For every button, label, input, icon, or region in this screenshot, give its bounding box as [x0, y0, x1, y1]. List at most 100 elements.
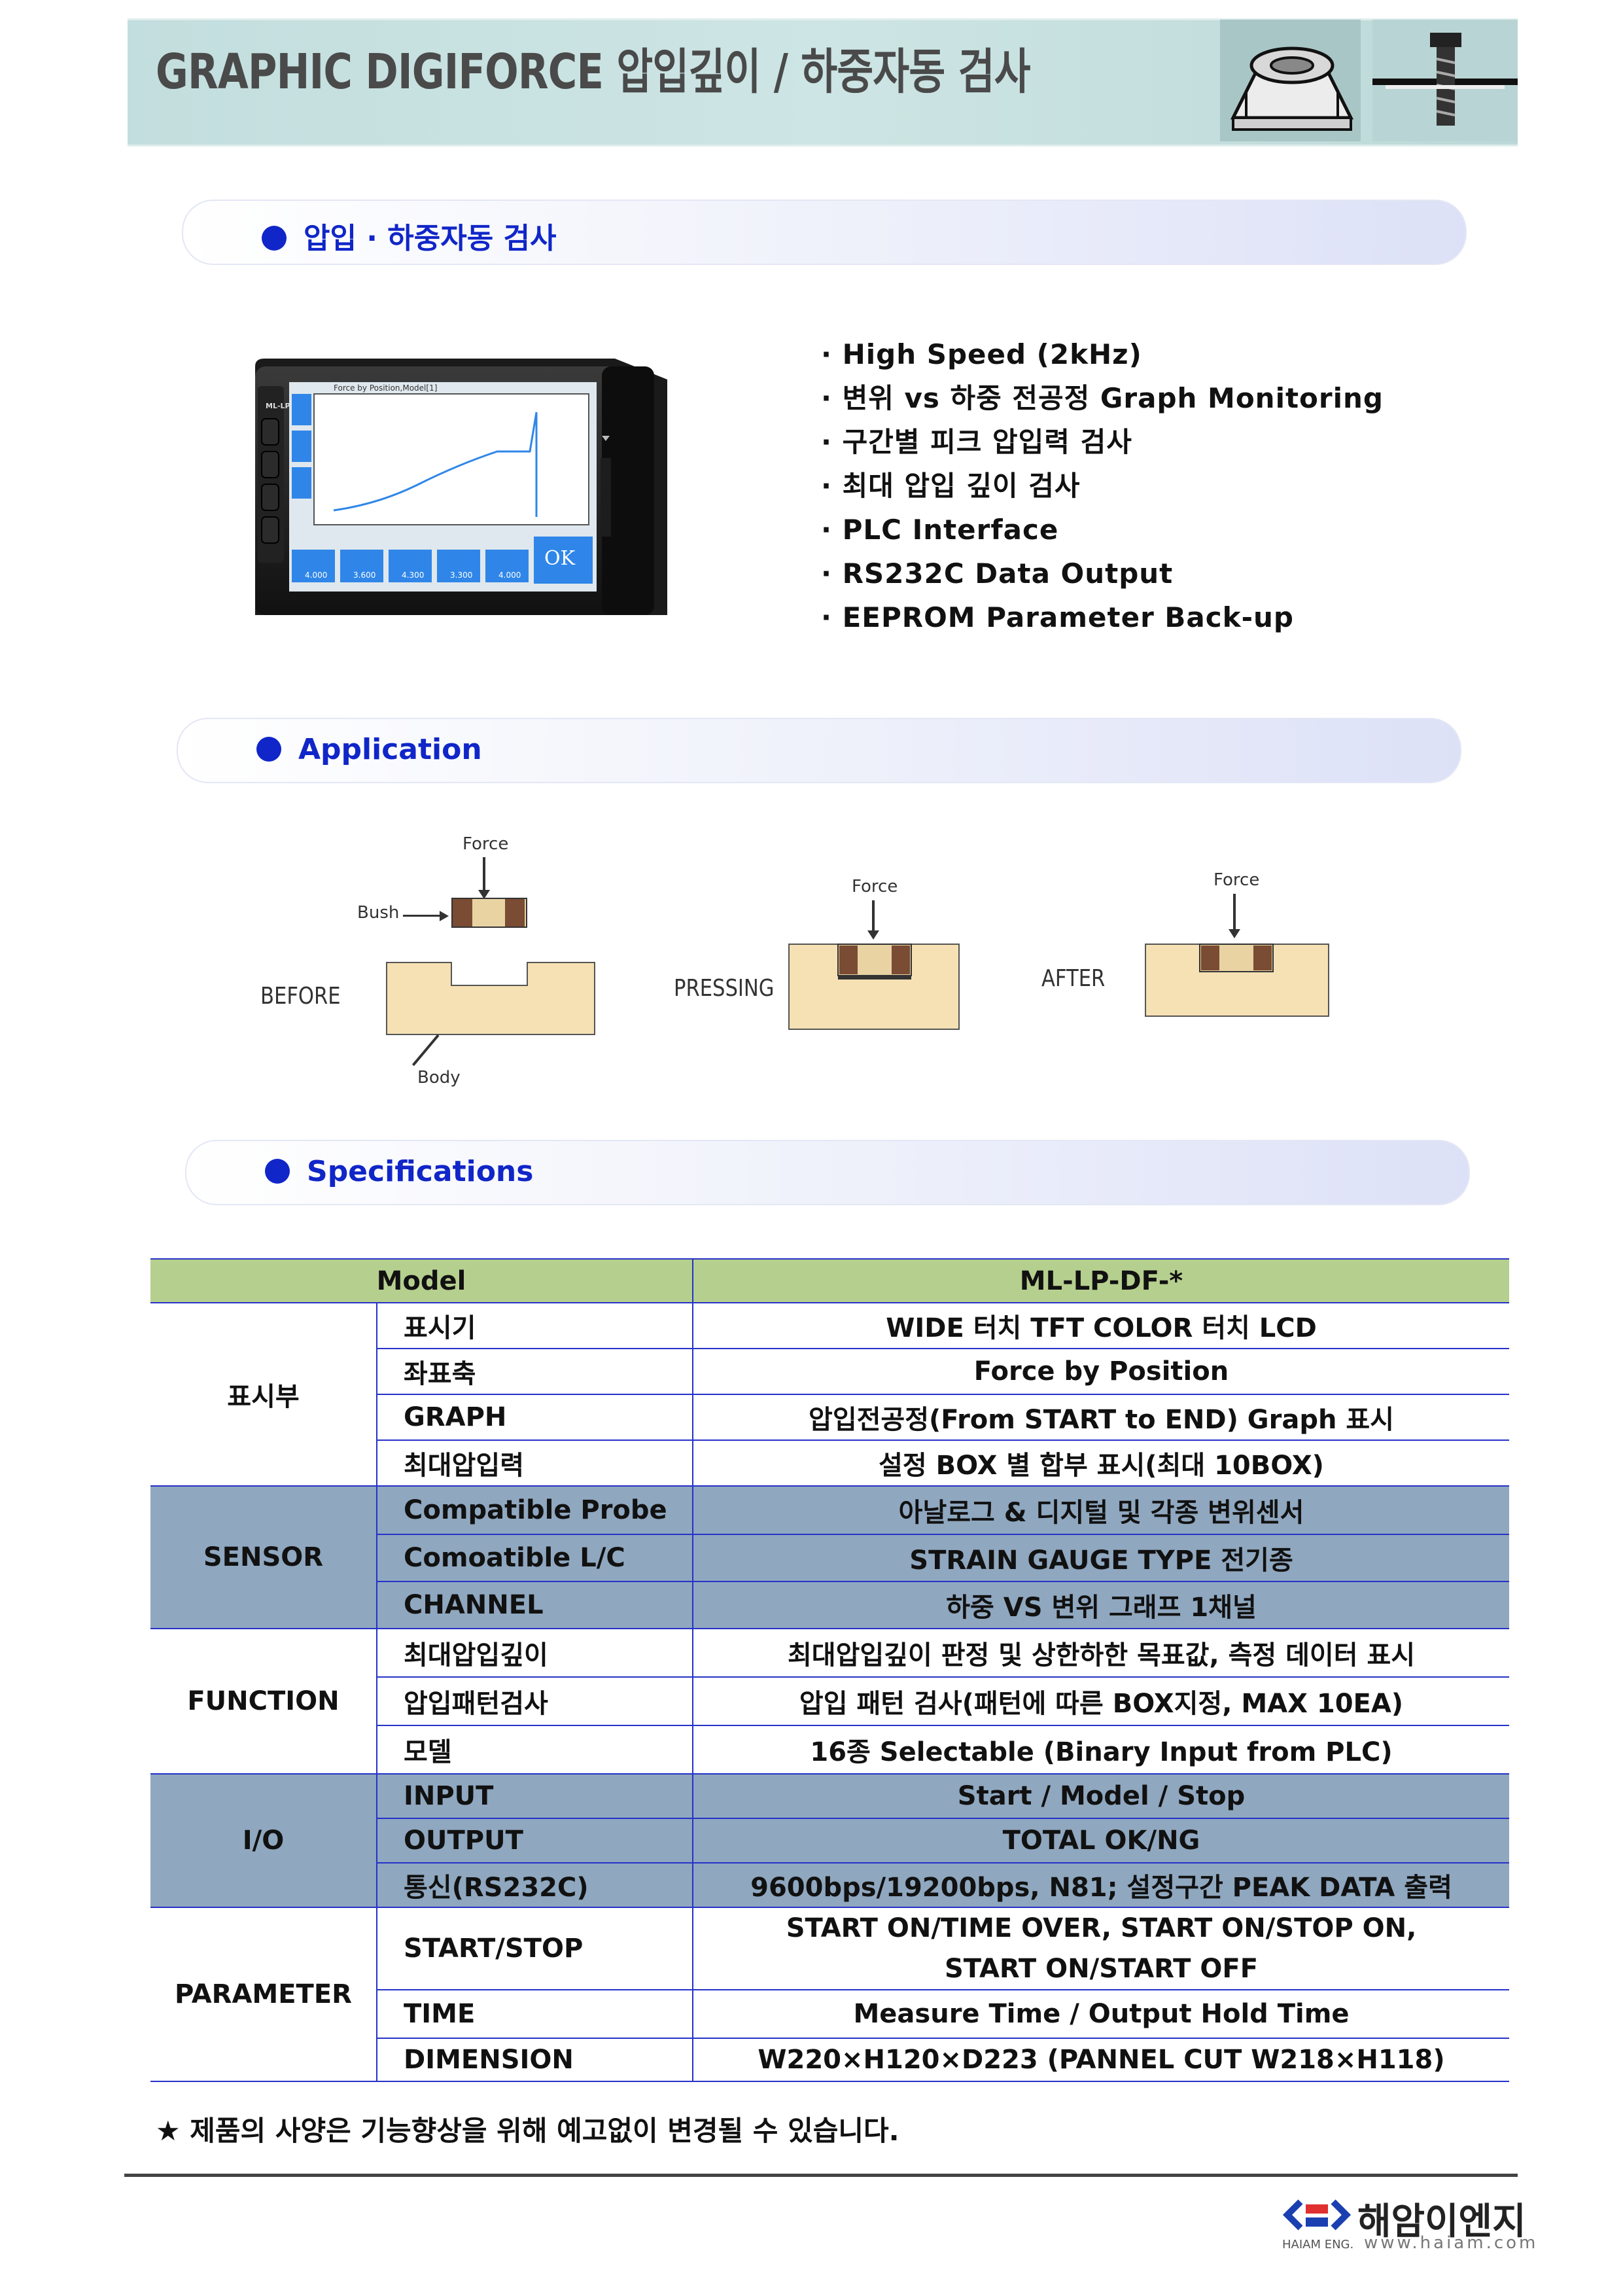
- bush-wall-right: [505, 899, 525, 927]
- table-row: GRAPH 압입전공정(From START to END) Graph 표시: [150, 1394, 1510, 1441]
- row-name: OUTPUT: [375, 1818, 694, 1863]
- row-name: TIME: [375, 1989, 694, 2039]
- device-readout-1: 4.000: [305, 571, 328, 580]
- table-row: 압입패턴검사 압입 패턴 검사(패턴에 따른 BOX지정, MAX 10EA): [150, 1676, 1510, 1726]
- row-value: 압입전공정(From START to END) Graph 표시: [692, 1394, 1510, 1441]
- row-name: Compatible Probe: [375, 1485, 694, 1535]
- device-readout-5: 4.000: [498, 571, 521, 580]
- header-model-value: ML-LP-DF-*: [692, 1258, 1510, 1303]
- row-name: Comoatible L/C: [375, 1534, 694, 1582]
- row-value-line: START ON/START OFF: [944, 1954, 1259, 1984]
- label-force-pressing: Force: [852, 877, 898, 896]
- feature-item: · EEPROM Parameter Back-up: [821, 601, 1294, 633]
- company-name-en: HAIAM ENG.: [1282, 2238, 1354, 2252]
- section-title-intro: 압입 · 하중자동 검사: [262, 215, 557, 256]
- table-header-row: Model ML-LP-DF-*: [150, 1258, 1510, 1303]
- bullet-icon: [265, 1159, 290, 1184]
- feature-item: · High Speed (2kHz): [821, 338, 1142, 370]
- device-readout-3: 4.300: [402, 571, 425, 580]
- table-row: SENSOR Compatible Probe 아날로그 & 디지털 및 각종 …: [150, 1485, 1510, 1629]
- arrowhead-icon: [1229, 929, 1240, 938]
- table-row: 좌표축 Force by Position: [150, 1348, 1510, 1395]
- row-name: 모델: [375, 1725, 694, 1775]
- label-bush: Bush: [357, 903, 400, 923]
- company-logo-icon: [1281, 2195, 1353, 2234]
- table-row: Comoatible L/C STRAIN GAUGE TYPE 전기종: [150, 1534, 1510, 1582]
- arrowhead-icon: [440, 911, 449, 921]
- arrow-force-pressing: [872, 900, 875, 934]
- arrow-force-after: [1233, 894, 1236, 932]
- group-parameter: PARAMETER: [150, 1907, 377, 2082]
- section-header-application: [177, 718, 1461, 783]
- device-screen-title: Force by Position,Model[1]: [334, 383, 438, 393]
- bearing-press-image: [1220, 20, 1361, 141]
- table-row: CHANNEL 하중 VS 변위 그래프 1채널: [150, 1581, 1510, 1629]
- table-row: OUTPUT TOTAL OK/NG: [150, 1818, 1510, 1863]
- group-sensor: SENSOR: [150, 1485, 377, 1629]
- row-name: INPUT: [375, 1773, 694, 1819]
- table-row: 모델 16종 Selectable (Binary Input from PLC…: [150, 1725, 1510, 1775]
- body-block-pressing: [788, 944, 960, 1030]
- label-force-after: Force: [1213, 870, 1260, 890]
- arrowhead-icon: [867, 930, 879, 940]
- table-row: TIME Measure Time / Output Hold Time: [150, 1989, 1510, 2039]
- row-value: 아날로그 & 디지털 및 각종 변위센서: [692, 1485, 1510, 1535]
- row-value: 16종 Selectable (Binary Input from PLC): [692, 1725, 1510, 1775]
- row-name: 표시기: [375, 1302, 694, 1349]
- group-display: 표시부: [150, 1302, 377, 1487]
- table-row: FUNCTION 최대압입깊이 최대압입깊이 판정 및 상한하한 목표값, 측정…: [150, 1628, 1510, 1775]
- table-row: 표시부 표시기 WIDE 터치 TFT COLOR 터치 LCD: [150, 1302, 1510, 1487]
- row-value: 최대압입깊이 판정 및 상한하한 목표값, 측정 데이터 표시: [692, 1628, 1510, 1678]
- section-title-specifications: Specifications: [265, 1155, 533, 1188]
- section-header-intro: [182, 200, 1467, 265]
- group-function: FUNCTION: [150, 1628, 377, 1775]
- arrow-bush: [403, 915, 442, 917]
- label-force-before: Force: [462, 834, 509, 854]
- label-after: AFTER: [1041, 965, 1106, 992]
- row-value: 하중 VS 변위 그래프 1채널: [692, 1581, 1510, 1629]
- header-model-label: Model: [150, 1258, 694, 1303]
- row-name: 최대압입깊이: [375, 1628, 694, 1678]
- row-value: 9600bps/19200bps, N81; 설정구간 PEAK DATA 출력: [692, 1862, 1510, 1908]
- label-before: BEFORE: [260, 983, 341, 1010]
- row-name: 압입패턴검사: [375, 1676, 694, 1726]
- device-readout-2: 3.600: [353, 571, 376, 580]
- row-name: 좌표축: [375, 1348, 694, 1395]
- footer-divider: [124, 2174, 1518, 2177]
- row-value: W220×H120×D223 (PANNEL CUT W218×H118): [692, 2038, 1510, 2082]
- feature-item: · RS232C Data Output: [821, 557, 1174, 590]
- table-row: 최대압입력 설정 BOX 별 합부 표시(최대 10BOX): [150, 1439, 1510, 1487]
- feature-item: · 구간별 피크 압입력 검사: [821, 426, 1132, 458]
- label-pressing: PRESSING: [674, 975, 775, 1002]
- device-ok-button: OK: [544, 547, 576, 570]
- row-value: WIDE 터치 TFT COLOR 터치 LCD: [692, 1302, 1510, 1349]
- arrow-body: [411, 1034, 440, 1067]
- row-value: 압입 패턴 검사(패턴에 따른 BOX지정, MAX 10EA): [692, 1676, 1510, 1726]
- bolt-image: [1372, 20, 1518, 141]
- arrow-force-before: [483, 857, 485, 894]
- bush-wall-left: [453, 899, 472, 927]
- table-row: DIMENSION W220×H120×D223 (PANNEL CUT W21…: [150, 2038, 1510, 2082]
- row-name: GRAPH: [375, 1394, 694, 1441]
- device-readout-4: 3.300: [450, 571, 473, 580]
- bullet-icon: [256, 737, 281, 762]
- label-body: Body: [417, 1068, 461, 1087]
- device-side-label: ML-LP: [266, 402, 290, 410]
- feature-item: · PLC Interface: [821, 514, 1059, 546]
- row-name: CHANNEL: [375, 1581, 694, 1629]
- spec-table: Model ML-LP-DF-* 표시부 표시기 WIDE 터치 TFT COL…: [150, 1258, 1510, 2082]
- feature-list: · High Speed (2kHz) · 변위 vs 하중 전공정 Graph…: [821, 332, 1475, 639]
- bullet-icon: [262, 226, 287, 251]
- body-block-after: [1145, 944, 1329, 1017]
- spec-note: ★ 제품의 사양은 기능향상을 위해 예고없이 변경될 수 있습니다.: [156, 2115, 899, 2147]
- row-name: START/STOP: [375, 1907, 694, 1990]
- row-value: 설정 BOX 별 합부 표시(최대 10BOX): [692, 1439, 1510, 1487]
- row-value: Force by Position: [692, 1348, 1510, 1395]
- row-value: TOTAL OK/NG: [692, 1818, 1510, 1863]
- row-value-line: START ON/TIME OVER, START ON/STOP ON,: [786, 1913, 1417, 1943]
- group-io: I/O: [150, 1773, 377, 1908]
- device-photo: ML-LP Force by Position,Model[1] 4.000 3…: [249, 353, 680, 628]
- section-header-specifications: [185, 1140, 1470, 1205]
- row-name: 최대압입력: [375, 1439, 694, 1487]
- section-title-application: Application: [256, 733, 482, 766]
